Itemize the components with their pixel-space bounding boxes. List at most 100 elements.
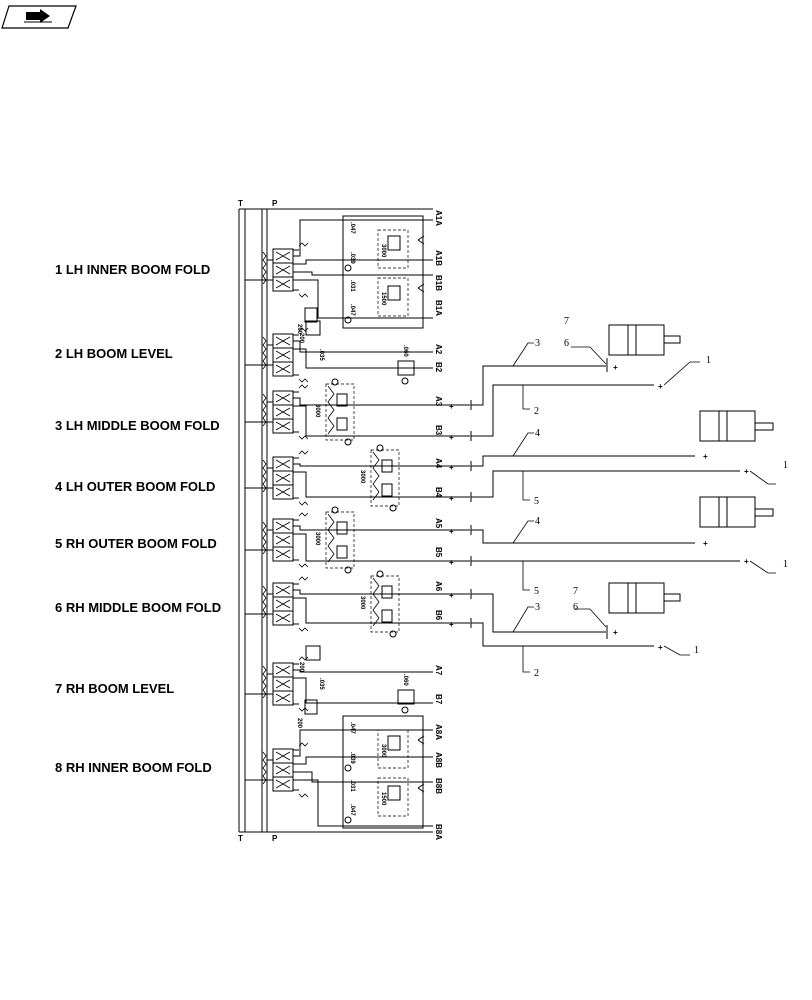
relief-block-3: 3000 — [314, 378, 355, 446]
port-B1A: B1A — [434, 300, 443, 316]
svg-text:200: 200 — [298, 662, 304, 673]
svg-text:+: + — [658, 382, 663, 391]
port-A6: A6 — [434, 581, 443, 592]
hose-lines: + + + + + + + + — [433, 365, 740, 647]
port-B5: B5 — [434, 547, 443, 558]
spool-section-2 — [245, 327, 433, 383]
port-A3: A3 — [434, 396, 443, 407]
rail-tank-top: T — [238, 199, 243, 208]
rail-pressure-top: P — [272, 199, 278, 208]
port-B4: B4 — [434, 487, 443, 498]
spool-section-5 — [245, 512, 433, 568]
svg-text:+: + — [744, 467, 749, 476]
section-label-6: 6 RH MIDDLE BOOM FOLD — [55, 600, 221, 615]
svg-text:.047: .047 — [349, 804, 355, 816]
port-A1B: A1B — [434, 250, 443, 266]
cylinder-3: + — [606, 324, 681, 372]
svg-text:1: 1 — [706, 355, 711, 366]
port-B7: B7 — [434, 694, 443, 705]
svg-text:6: 6 — [564, 338, 569, 349]
rail-pressure-bottom: P — [272, 834, 278, 843]
port-A8B: A8B — [434, 752, 443, 768]
svg-text:1: 1 — [783, 460, 788, 471]
svg-text:.035: .035 — [318, 678, 324, 690]
section-label-8: 8 RH INNER BOOM FOLD — [55, 760, 212, 775]
section-label-7: 7 RH BOOM LEVEL — [55, 681, 174, 696]
svg-text:+: + — [449, 402, 454, 411]
svg-text:200: 200 — [298, 333, 304, 344]
svg-text:1500: 1500 — [380, 792, 386, 806]
port-B8A: B8A — [434, 824, 443, 840]
port-A7: A7 — [434, 665, 443, 676]
svg-text:+: + — [744, 557, 749, 566]
svg-text:2: 2 — [534, 668, 539, 679]
svg-text:+: + — [613, 628, 618, 637]
section-internals: 3000 3000 3000 3000 3000 1500 .047 .039 .031 .047… — [296, 215, 425, 829]
svg-text:3: 3 — [535, 338, 540, 349]
svg-text:.060: .060 — [402, 674, 408, 686]
svg-text:+: + — [449, 433, 454, 442]
svg-text:2: 2 — [534, 406, 539, 417]
svg-text:3000: 3000 — [359, 470, 365, 484]
section-label-2: 2 LH BOOM LEVEL — [55, 346, 173, 361]
svg-text:+: + — [703, 539, 708, 548]
svg-text:+: + — [658, 643, 663, 652]
svg-text:3000: 3000 — [380, 744, 386, 758]
svg-text:.060: .060 — [402, 345, 408, 357]
relief-block-4: 3000 — [359, 444, 400, 512]
port-B2: B2 — [434, 362, 443, 373]
svg-text:4: 4 — [535, 516, 540, 527]
svg-text:1: 1 — [783, 559, 788, 570]
svg-text:.039: .039 — [349, 752, 355, 764]
spool-section-4 — [245, 450, 433, 506]
port-B3: B3 — [434, 425, 443, 436]
svg-text:1500: 1500 — [380, 292, 386, 306]
relief-block-5: 3000 — [314, 506, 355, 574]
book-arrow-icon[interactable] — [1, 5, 77, 29]
svg-text:.031: .031 — [349, 280, 355, 292]
port-B8B: B8B — [434, 778, 443, 794]
section-label-4: 4 LH OUTER BOOM FOLD — [55, 479, 215, 494]
port-A2: A2 — [434, 344, 443, 355]
port-B1B: B1B — [434, 275, 443, 291]
svg-text:7: 7 — [573, 586, 578, 597]
svg-text:3000: 3000 — [359, 596, 365, 610]
svg-text:3000: 3000 — [380, 244, 386, 258]
svg-text:7: 7 — [564, 316, 569, 327]
callout-leaders — [512, 342, 776, 673]
port-B6: B6 — [434, 610, 443, 621]
cylinder-6: + — [606, 582, 681, 639]
svg-text:+: + — [449, 591, 454, 600]
spool-section-3 — [245, 384, 433, 440]
svg-text:+: + — [703, 452, 708, 461]
cylinder-5: + + — [699, 496, 774, 566]
rail-tank-bottom: T — [238, 834, 243, 843]
spool-section-8 — [245, 729, 433, 827]
relief-block-6: 3000 — [359, 570, 400, 638]
level-block-7: .060 .035 200 — [298, 645, 415, 714]
svg-text:.047: .047 — [349, 722, 355, 734]
spool-section-6 — [245, 576, 433, 632]
svg-text:3000: 3000 — [314, 404, 320, 418]
svg-text:.035: .035 — [318, 349, 324, 361]
svg-text:.039: .039 — [349, 252, 355, 264]
svg-text:+: + — [449, 463, 454, 472]
svg-text:200: 200 — [296, 718, 302, 729]
svg-text:5: 5 — [534, 496, 539, 507]
svg-text:1: 1 — [694, 645, 699, 656]
svg-text:3000: 3000 — [314, 532, 320, 546]
section-label-3: 3 LH MIDDLE BOOM FOLD — [55, 418, 220, 433]
spool-section-7 — [245, 656, 433, 712]
svg-text:+: + — [449, 620, 454, 629]
section-label-5: 5 RH OUTER BOOM FOLD — [55, 536, 217, 551]
svg-text:3: 3 — [535, 602, 540, 613]
fitting-markers: + + — [658, 382, 663, 652]
svg-text:5: 5 — [534, 586, 539, 597]
spool-section-1 — [245, 219, 433, 319]
port-A1A: A1A — [434, 210, 443, 226]
spool-valves — [245, 219, 433, 827]
callout-numbers: 3 2 4 5 4 5 3 2 1 1 1 1 7 6 7 6 — [534, 316, 788, 679]
